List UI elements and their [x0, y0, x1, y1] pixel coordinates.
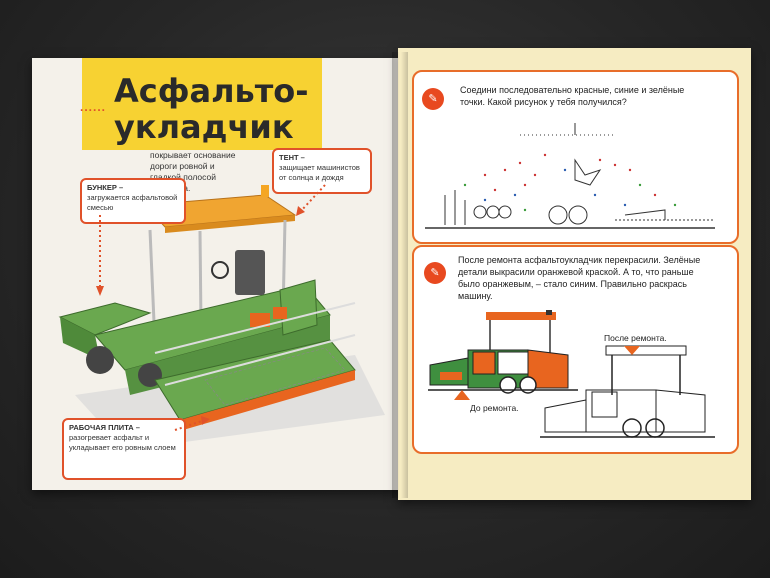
arrow-up-icon [454, 390, 470, 400]
callout-bunker: БУНКЕР – загружается асфальтовой смесью [80, 178, 186, 224]
callout-plate: РАБОЧАЯ ПЛИТА – разогревает асфальт и ук… [62, 418, 186, 480]
task2-text: После ремонта асфальтоукладчик перекраси… [458, 255, 701, 301]
title-band [82, 58, 322, 150]
paver-before-repair [428, 310, 578, 394]
page-title-line2: укладчик [114, 108, 294, 146]
callout-tent-text: защищает машинистов от солнца и дождя [279, 163, 360, 182]
label-after-repair: После ремонта. [604, 333, 667, 343]
title-dots: ...... [80, 100, 107, 114]
paver-illustration [58, 185, 385, 450]
task2-panel [412, 245, 739, 454]
callout-plate-text: разогревает асфальт и укладывает его ров… [69, 433, 176, 452]
callout-tent-term: ТЕНТ – [279, 153, 305, 162]
label-before-repair: До ремонта. [470, 403, 519, 413]
task1-text: Соедини последовательно красные, синие и… [460, 85, 685, 107]
callout-tent: ТЕНТ – защищает машинистов от солнца и д… [272, 148, 372, 194]
callout-plate-term: РАБОЧАЯ ПЛИТА – [69, 423, 140, 432]
task1-panel [412, 70, 739, 244]
pencil-icon: ✎ [424, 262, 446, 284]
book-gutter [392, 52, 408, 498]
callout-bunker-term: БУНКЕР – [87, 183, 124, 192]
pencil-icon: ✎ [422, 88, 444, 110]
page-title-line1: Асфальто- [114, 72, 309, 110]
paver-after-repair-outline [540, 345, 715, 438]
callout-bunker-text: загружается асфальтовой смесью [87, 193, 178, 212]
dot-to-dot-drawing [425, 123, 715, 229]
arrow-down-icon [624, 346, 640, 355]
